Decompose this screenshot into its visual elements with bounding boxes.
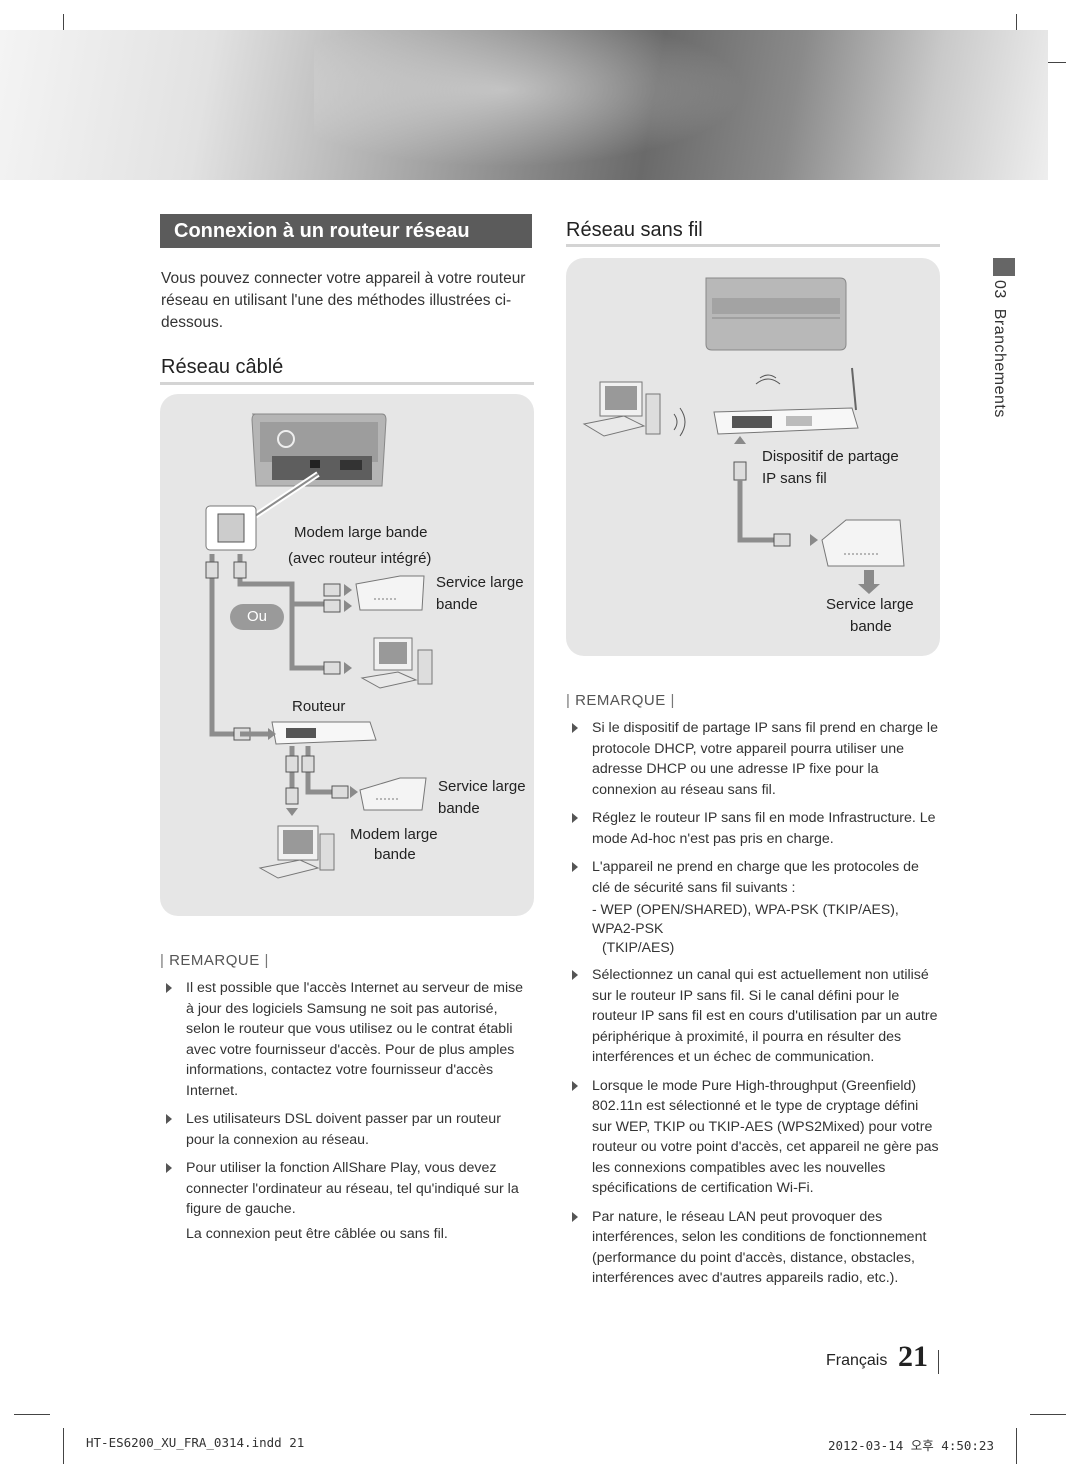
wireless-diagram (582, 277, 905, 594)
section-title: Connexion à un routeur réseau (160, 214, 532, 248)
list-item: Réglez le routeur IP sans fil en mode In… (566, 808, 940, 849)
service-label-line2: bande (850, 618, 892, 635)
header-banner (0, 30, 1048, 180)
chapter-tab-marker (993, 258, 1015, 276)
crop-mark (1030, 1414, 1066, 1415)
remarque-heading-right: | REMARQUE | (566, 692, 675, 709)
list-item: Pour utiliser la fonction AllShare Play,… (160, 1158, 532, 1244)
list-item: Par nature, le réseau LAN peut provoquer… (566, 1207, 940, 1289)
list-item: Les utilisateurs DSL doivent passer par … (160, 1109, 532, 1150)
note-sub-text: La connexion peut être câblée ou sans fi… (186, 1225, 448, 1242)
wireless-heading: Réseau sans fil (566, 219, 703, 241)
service-label-2-line1: Service large (438, 778, 526, 795)
service-label-1-line1: Service large (436, 574, 524, 591)
wired-diagram-panel: Modem large bande (avec routeur intégré)… (160, 394, 534, 916)
modem-label-line2: (avec routeur intégré) (288, 550, 432, 567)
remarque-heading-left: | REMARQUE | (160, 952, 269, 969)
heading-rule (160, 382, 534, 385)
dispositif-label-line2: IP sans fil (762, 470, 827, 487)
modem-label-line1: Modem large bande (294, 524, 428, 541)
slug-date: 2012-03-14 오후 4:50:23 (828, 1438, 994, 1453)
slug-filename: HT-ES6200_XU_FRA_0314.indd 21 (86, 1435, 305, 1450)
service-label-2-line2: bande (438, 800, 480, 817)
dispositif-label-line1: Dispositif de partage (762, 448, 899, 465)
footer-separator (938, 1350, 939, 1374)
ou-badge: Ou (230, 604, 284, 630)
right-notes-list-2: Sélectionnez un canal qui est actuelleme… (566, 965, 940, 1289)
intro-paragraph: Vous pouvez connecter votre appareil à v… (161, 270, 526, 331)
crop-mark (1030, 62, 1066, 63)
wireless-diagram-panel: Dispositif de partage IP sans fil Servic… (566, 258, 940, 656)
footer-language: Français (826, 1352, 888, 1369)
service-label-line1: Service large (826, 596, 914, 613)
router-label: Routeur (292, 698, 346, 715)
modem2-label-line1: Modem large (350, 826, 438, 843)
list-item: Lorsque le mode Pure High-throughput (Gr… (566, 1076, 940, 1199)
list-item: Il est possible que l'accès Internet au … (160, 978, 532, 1101)
list-item: Sélectionnez un canal qui est actuelleme… (566, 965, 940, 1068)
crop-mark (63, 1428, 64, 1464)
crop-mark (1016, 1428, 1017, 1464)
left-notes-list: Il est possible que l'accès Internet au … (160, 978, 532, 1252)
right-notes: Si le dispositif de partage IP sans fil … (566, 718, 940, 1297)
modem2-label-line2: bande (374, 846, 416, 863)
wired-heading: Réseau câblé (161, 356, 284, 378)
list-item: Si le dispositif de partage IP sans fil … (566, 718, 940, 800)
security-protocols: - WEP (OPEN/SHARED), WPA-PSK (TKIP/AES),… (592, 901, 899, 955)
page-number: 21 (898, 1340, 928, 1373)
crop-mark (14, 1414, 50, 1415)
wired-diagram (205, 413, 433, 879)
service-label-1-line2: bande (436, 596, 478, 613)
list-item: L'appareil ne prend en charge que les pr… (566, 857, 940, 898)
chapter-tab-label: 03 Branchements (991, 280, 1008, 418)
heading-rule (566, 244, 940, 247)
right-notes-list: Si le dispositif de partage IP sans fil … (566, 718, 940, 898)
player-back-panel (251, 413, 387, 487)
